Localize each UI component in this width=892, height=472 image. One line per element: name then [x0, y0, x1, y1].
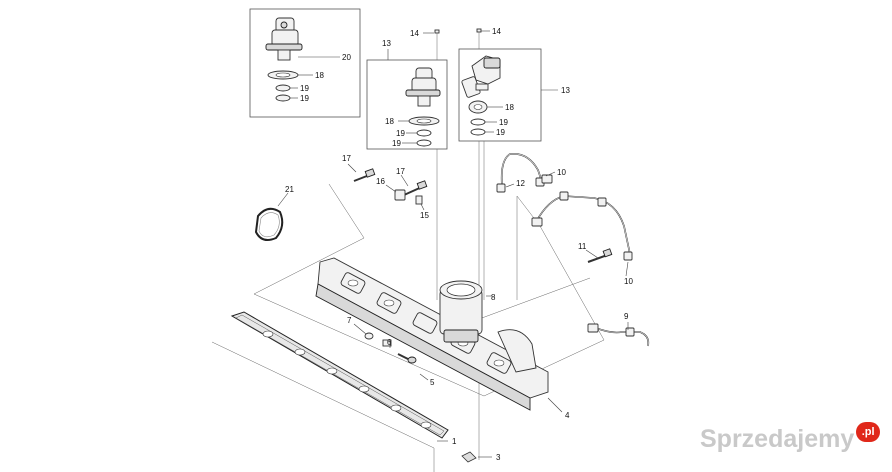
stud-5 — [397, 353, 417, 364]
callout-16: 16 — [376, 177, 385, 186]
callout-14-left: 14 — [410, 29, 419, 38]
callout-18-inset-13-right: 18 — [505, 103, 514, 112]
exhaust-manifold-4 — [315, 257, 549, 411]
turbo-outlet-flange — [439, 280, 483, 343]
callout-15: 15 — [420, 211, 429, 220]
bolt-17-left — [353, 168, 376, 182]
gasket-21 — [254, 207, 284, 241]
o-ring-19-c — [416, 129, 432, 137]
callout-6: 6 — [387, 338, 392, 347]
inset-frame-20 — [249, 8, 361, 118]
callout-19-inset-13-left-b: 19 — [392, 139, 401, 148]
callout-1: 1 — [452, 437, 457, 446]
sensor-10-upper — [541, 174, 553, 184]
inset-frame-13-right — [458, 48, 542, 142]
sensor-pipe-12 — [496, 153, 545, 193]
callout-10-lower: 10 — [624, 277, 633, 286]
callout-17-right: 17 — [396, 167, 405, 176]
sensor-pipe-9 — [587, 323, 650, 347]
watermark-text: Sprzedajemy — [700, 424, 855, 453]
bracket-16 — [394, 189, 406, 201]
sensor-pipe-10-lower — [531, 191, 633, 261]
callout-11: 11 — [578, 242, 587, 251]
gasket-18-mid — [408, 116, 440, 126]
gasket-18-top — [267, 70, 299, 80]
manifold-gasket-1 — [230, 311, 449, 439]
sprzedajemy-watermark-logo: Sprzedajemy .pl — [700, 418, 880, 460]
gasket-18-right — [468, 100, 488, 114]
o-ring-19-d — [416, 139, 432, 147]
callout-19-inset-13-right-a: 19 — [499, 118, 508, 127]
callout-20: 20 — [342, 53, 351, 62]
callout-19-inset-13-right-b: 19 — [496, 128, 505, 137]
callout-17-left: 17 — [342, 154, 351, 163]
callout-3: 3 — [496, 453, 501, 462]
watermark-badge: .pl — [856, 422, 880, 442]
washer-7 — [364, 332, 374, 340]
egr-valve-inset-13-left — [405, 67, 441, 107]
egr-valve-inset-13-right — [461, 55, 501, 98]
callout-18-inset-20: 18 — [315, 71, 324, 80]
callout-19-inset-13-left-a: 19 — [396, 129, 405, 138]
callout-12: 12 — [516, 179, 525, 188]
callout-10-upper: 10 — [557, 168, 566, 177]
callout-4: 4 — [565, 411, 570, 420]
o-ring-19-a — [275, 84, 291, 92]
egr-valve-inset-20 — [265, 17, 303, 61]
callout-21: 21 — [285, 185, 294, 194]
o-ring-19-e — [470, 118, 486, 126]
o-ring-19-b — [275, 94, 291, 102]
inset-frame-13-left — [366, 59, 448, 150]
callout-13-right: 13 — [561, 86, 570, 95]
callout-13-left: 13 — [382, 39, 391, 48]
callout-18-inset-13-left: 18 — [385, 117, 394, 126]
callout-7: 7 — [347, 316, 352, 325]
bolt-11 — [587, 248, 613, 263]
o-ring-19-f — [470, 128, 486, 136]
clip-3 — [461, 451, 477, 463]
callout-9: 9 — [624, 312, 629, 321]
stud-15 — [415, 195, 423, 205]
bolt-17-right — [403, 180, 428, 196]
screw-14-right — [476, 28, 482, 49]
callout-14-right: 14 — [492, 27, 501, 36]
screw-14-left — [434, 29, 440, 60]
callout-19-inset-20-a: 19 — [300, 84, 309, 93]
callout-19-inset-20-b: 19 — [300, 94, 309, 103]
nut-6 — [382, 339, 392, 347]
callout-8: 8 — [491, 293, 496, 302]
callout-5: 5 — [430, 378, 435, 387]
